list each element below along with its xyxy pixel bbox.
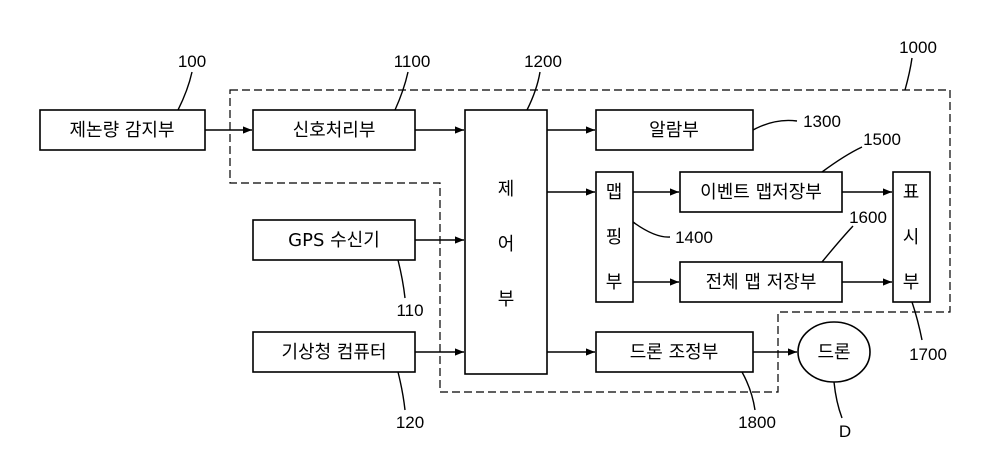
ref-120: 120	[396, 413, 424, 432]
ref-1000: 1000	[899, 38, 937, 57]
ref-1600: 1600	[849, 208, 887, 227]
ref-1700: 1700	[909, 345, 947, 364]
ref-100: 100	[178, 52, 206, 71]
leader-1600	[822, 226, 853, 262]
mapping-unit-char-1: 맵	[606, 182, 623, 203]
drone-label: 드론	[817, 342, 850, 363]
leader-1400	[633, 222, 670, 237]
kma-computer-label: 기상청 컴퓨터	[281, 342, 386, 363]
control-unit-char-2: 어	[498, 234, 515, 255]
rain-sensor-label: 제논량 감지부	[69, 120, 174, 141]
leader-100	[178, 72, 192, 110]
ref-1200: 1200	[524, 52, 562, 71]
leader-1700	[912, 302, 922, 340]
leader-1500	[822, 147, 862, 172]
control-unit-char-1: 제	[498, 179, 515, 200]
leader-110	[398, 260, 405, 298]
display-unit-char-2: 시	[903, 227, 920, 248]
ref-1400: 1400	[675, 228, 713, 247]
gps-receiver-label: GPS 수신기	[288, 230, 380, 251]
ref-d: D	[839, 422, 851, 441]
leader-1100	[395, 72, 408, 110]
ref-1500: 1500	[863, 130, 901, 149]
mapping-unit-char-3: 부	[606, 272, 623, 293]
leader-1000	[905, 58, 912, 90]
drone-control-label: 드론 조정부	[630, 342, 719, 363]
signal-processor-label: 신호처리부	[293, 120, 376, 141]
leader-1300	[753, 120, 797, 130]
event-map-storage-label: 이벤트 맵저장부	[700, 182, 822, 203]
ref-1300: 1300	[803, 112, 841, 131]
leader-1800	[742, 372, 755, 410]
leader-d	[834, 382, 842, 418]
ref-1100: 1100	[394, 52, 431, 71]
alarm-unit-label: 알람부	[649, 120, 699, 141]
mapping-unit-char-2: 핑	[606, 227, 623, 248]
control-unit-char-3: 부	[498, 289, 515, 310]
ref-110: 110	[396, 301, 423, 320]
leader-120	[398, 372, 405, 410]
display-unit-char-3: 부	[903, 272, 920, 293]
ref-1800: 1800	[738, 413, 776, 432]
full-map-storage-label: 전체 맵 저장부	[706, 272, 817, 293]
leader-1200	[527, 72, 540, 110]
display-unit-char-1: 표	[903, 182, 920, 203]
